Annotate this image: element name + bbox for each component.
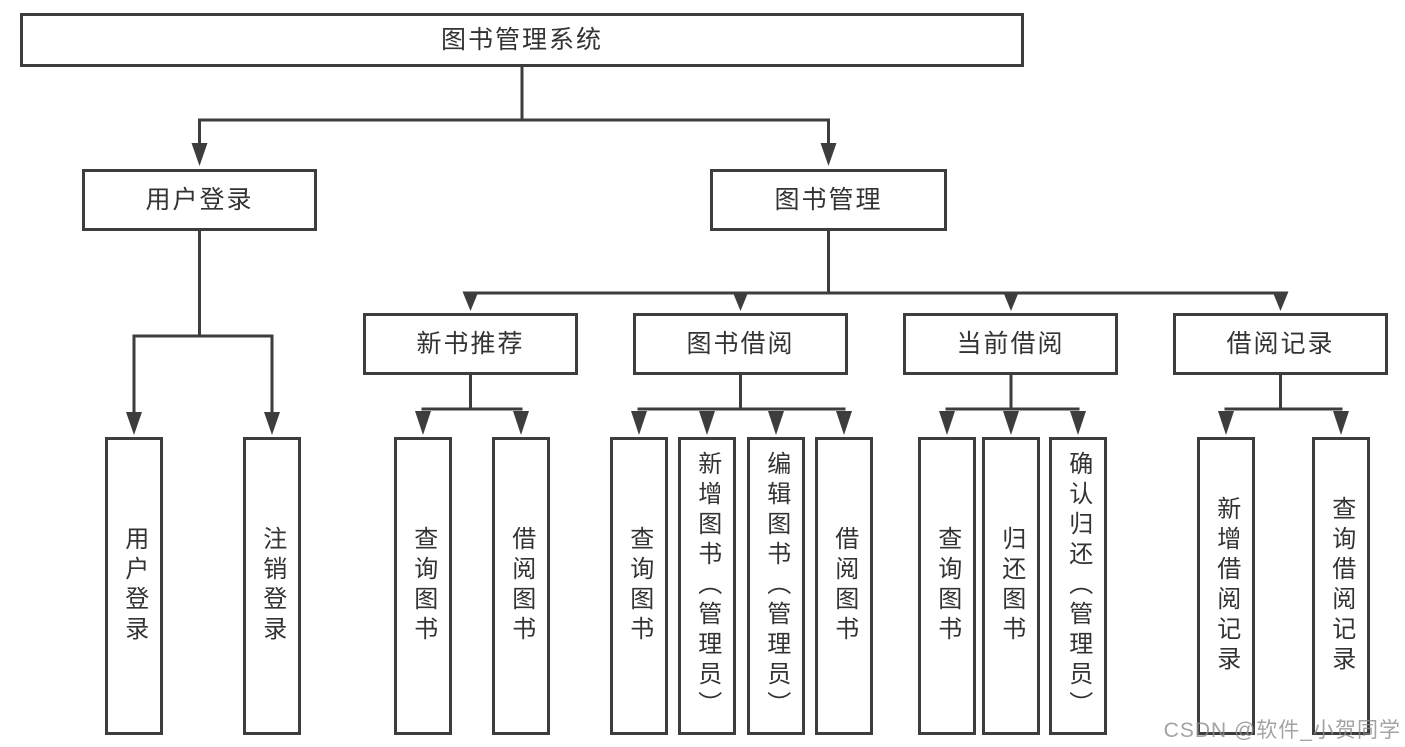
node-leaf-cb-return-books: 归还图书 <box>982 437 1040 735</box>
connector-user-login <box>126 230 280 435</box>
node-leaf-bb-add-books: 新增图书（管理员） <box>678 437 736 735</box>
connector-new-book-rec <box>415 374 529 435</box>
connector-borrow-records <box>1218 374 1349 435</box>
node-borrow-records: 借阅记录 <box>1173 313 1388 375</box>
connector-book-borrow <box>631 374 852 435</box>
node-leaf-bb-borrow-books: 借阅图书 <box>815 437 873 735</box>
connector-root <box>191 66 837 166</box>
connector-book-mgmt <box>462 230 1289 311</box>
node-leaf-cb-confirm-return: 确认归还（管理员） <box>1049 437 1107 735</box>
node-root: 图书管理系统 <box>20 13 1024 67</box>
node-book-borrow: 图书借阅 <box>633 313 848 375</box>
node-leaf-br-query-record: 查询借阅记录 <box>1312 437 1370 735</box>
node-leaf-rec-query-books: 查询图书 <box>394 437 452 735</box>
node-leaf-bb-edit-books: 编辑图书（管理员） <box>747 437 805 735</box>
node-leaf-br-add-record: 新增借阅记录 <box>1197 437 1255 735</box>
node-book-mgmt: 图书管理 <box>710 169 947 231</box>
node-new-book-rec: 新书推荐 <box>363 313 578 375</box>
connector-current-borrow <box>939 374 1086 435</box>
node-leaf-logout: 注销登录 <box>243 437 301 735</box>
csdn-watermark: CSDN @软件_小贺同学 <box>1163 719 1401 742</box>
node-current-borrow: 当前借阅 <box>903 313 1118 375</box>
node-user-login: 用户登录 <box>82 169 317 231</box>
node-leaf-cb-query-books: 查询图书 <box>918 437 976 735</box>
node-leaf-user-login: 用户登录 <box>105 437 163 735</box>
node-leaf-bb-query-books: 查询图书 <box>610 437 668 735</box>
node-leaf-rec-borrow-books: 借阅图书 <box>492 437 550 735</box>
